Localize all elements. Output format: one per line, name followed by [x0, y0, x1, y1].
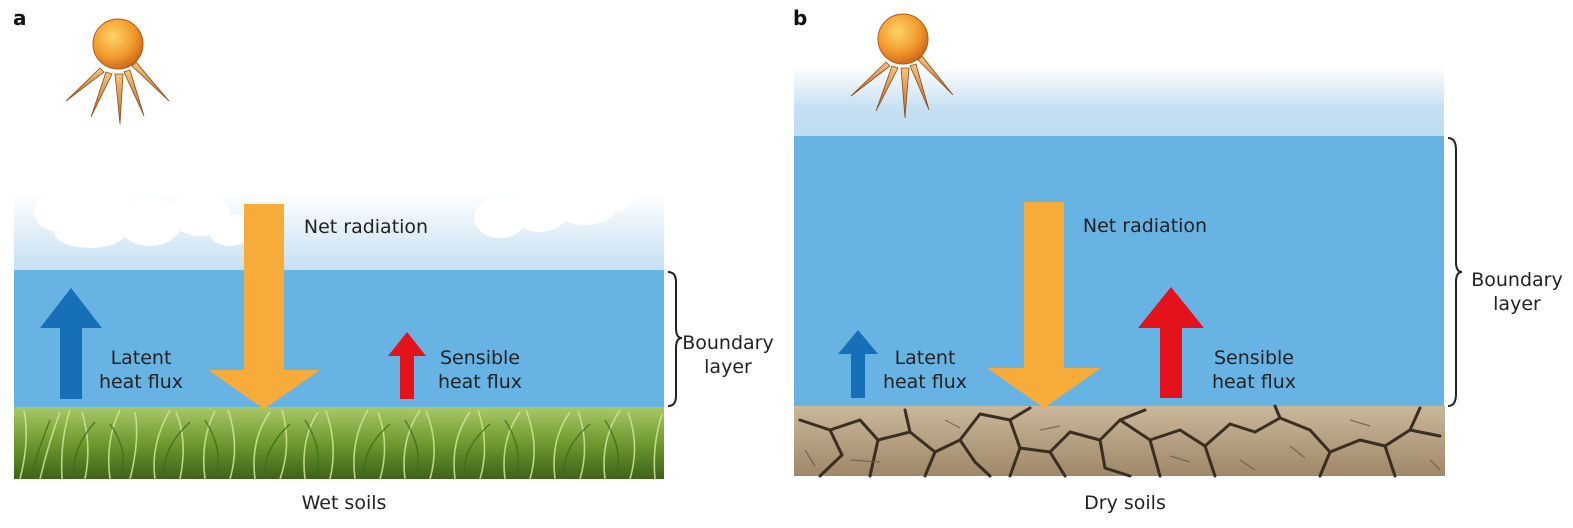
- boundary-layer-label-line2: layer: [704, 356, 752, 378]
- sensible-heat-label-line1: Sensible: [1214, 347, 1294, 369]
- latent-heat-label: Latent heat flux: [880, 346, 970, 394]
- boundary-layer-label-line1: Boundary: [1471, 269, 1563, 291]
- latent-heat-label-line1: Latent: [110, 347, 172, 369]
- latent-heat-label-line1: Latent: [894, 347, 956, 369]
- latent-heat-label: Latent heat flux: [96, 346, 186, 394]
- panel-letter-a: a: [13, 6, 27, 30]
- sensible-heat-label: Sensible heat flux: [432, 346, 528, 394]
- boundary-bracket: [667, 271, 683, 407]
- net-radiation-arrow: [987, 202, 1101, 408]
- sun-icon: [850, 13, 954, 119]
- boundary-layer-label-line2: layer: [1493, 293, 1541, 315]
- latent-heat-label-line2: heat flux: [882, 371, 968, 393]
- boundary-layer-label-line1: Boundary: [682, 332, 774, 354]
- panel-a: [14, 18, 683, 480]
- panel-b: [794, 13, 1463, 478]
- grass-texture: [14, 407, 664, 480]
- boundary-layer: [794, 136, 1444, 406]
- sensible-heat-label-line1: Sensible: [440, 347, 520, 369]
- panel-caption: Wet soils: [301, 492, 387, 514]
- sensible-heat-label: Sensible heat flux: [1206, 346, 1302, 394]
- net-radiation-arrow: [208, 204, 320, 409]
- latent-heat-arrow: [40, 288, 102, 399]
- panel-letter-b: b: [793, 6, 808, 30]
- panel-caption: Dry soils: [1084, 492, 1166, 514]
- net-radiation-label: Net radiation: [1082, 215, 1208, 237]
- sensible-heat-label-line2: heat flux: [437, 371, 523, 393]
- latent-heat-arrow: [838, 330, 878, 398]
- cloud-icon: [34, 181, 252, 248]
- sun-icon: [65, 18, 170, 125]
- cracked-soil-texture: [794, 404, 1445, 478]
- boundary-bracket: [1447, 137, 1463, 407]
- cloud-icon: [474, 184, 633, 238]
- sensible-heat-arrow: [1138, 287, 1204, 398]
- boundary-layer-label: Boundary layer: [680, 331, 776, 379]
- net-radiation-label: Net radiation: [303, 216, 429, 238]
- boundary-layer-label: Boundary layer: [1466, 268, 1568, 316]
- latent-heat-label-line2: heat flux: [98, 371, 184, 393]
- boundary-layer: [14, 270, 664, 407]
- sensible-heat-label-line2: heat flux: [1211, 371, 1297, 393]
- sensible-heat-arrow: [388, 332, 426, 399]
